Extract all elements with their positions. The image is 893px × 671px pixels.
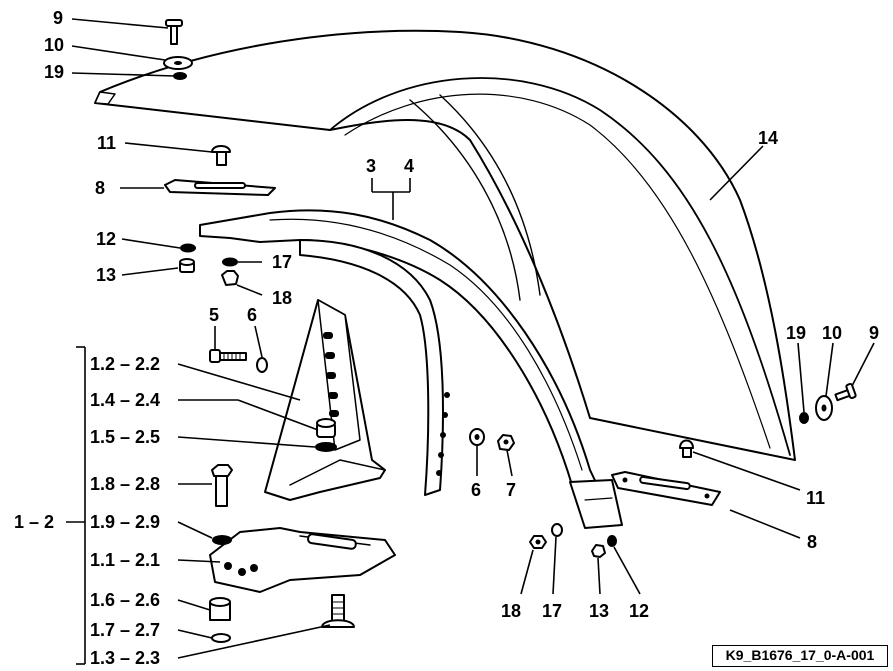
callout-4: 4 <box>404 156 415 176</box>
base-plate <box>209 527 396 593</box>
ring-1-7 <box>211 633 231 643</box>
leader-lines <box>66 18 875 665</box>
bolt-1-8 <box>211 464 233 507</box>
washer-12-left <box>180 243 196 253</box>
support-arch <box>199 209 623 529</box>
washer-17-mid <box>222 257 238 267</box>
callout-6-upper: 6 <box>247 305 258 325</box>
callout-10-top: 10 <box>44 35 65 55</box>
callout-11-left: 11 <box>97 133 117 153</box>
callout-1-1-2-1: 1.1 – 2.1 <box>90 550 161 570</box>
strap-plate-8-right <box>611 471 721 506</box>
callout-1-5-2-5: 1.5 – 2.5 <box>90 427 161 447</box>
nut-13-bottom <box>591 544 606 558</box>
callout-9-right: 9 <box>869 323 880 343</box>
spacer-1-6 <box>209 597 231 621</box>
upright-bracket <box>264 299 386 501</box>
callout-1-9-2-9: 1.9 – 2.9 <box>90 512 161 532</box>
carriage-bolt-11-left <box>211 145 231 166</box>
callout-1-6-2-6: 1.6 – 2.6 <box>90 590 161 610</box>
callout-7: 7 <box>506 480 517 500</box>
nut-7 <box>497 434 515 451</box>
callout-9-top: 9 <box>53 8 64 28</box>
callout-1-7-2-7: 1.7 – 2.7 <box>90 620 161 640</box>
callout-1-3-2-3: 1.3 – 2.3 <box>90 648 161 668</box>
drawing-code-label: K9_B1676_17_0-A-001 <box>712 645 888 667</box>
washer-19-right <box>799 412 809 424</box>
nut-18-bottom <box>529 535 547 549</box>
callout-1-8-2-8: 1.8 – 2.8 <box>90 474 161 494</box>
callout-8-right: 8 <box>807 532 818 552</box>
callout-1-2-2-2: 1.2 – 2.2 <box>90 354 161 374</box>
bolt-9-top <box>165 19 183 45</box>
bolt-9-right <box>834 382 857 402</box>
carriage-bolt-11-right <box>679 439 694 458</box>
washer-17-bottom <box>551 523 563 537</box>
callout-5: 5 <box>209 305 220 325</box>
washer-1-5 <box>315 442 337 452</box>
nut-13-left <box>179 258 195 273</box>
callout-3: 3 <box>366 156 377 176</box>
nut-18-mid <box>221 270 239 286</box>
bolt-5 <box>209 349 247 363</box>
callout-18-bottom: 18 <box>501 601 522 621</box>
washer-12-bottom <box>607 535 617 547</box>
callout-12-bottom: 12 <box>629 601 650 621</box>
callout-17-bottom: 17 <box>542 601 563 621</box>
callout-12-left: 12 <box>96 229 117 249</box>
callout-13-left: 13 <box>96 265 117 285</box>
callout-6-lower: 6 <box>471 480 482 500</box>
callout-10-right: 10 <box>822 323 843 343</box>
washer-1-9 <box>212 535 232 545</box>
callout-18-mid: 18 <box>272 288 293 308</box>
fender-shell <box>94 29 796 461</box>
strap-plate-8-left <box>164 179 276 196</box>
callout-11-right: 11 <box>806 488 826 508</box>
callout-1-2: 1 – 2 <box>14 512 55 532</box>
callout-8-left: 8 <box>95 178 106 198</box>
callout-1-4-2-4: 1.4 – 2.4 <box>90 390 161 410</box>
carriage-bolt-1-3 <box>321 594 355 628</box>
washer-6-upper <box>256 357 268 373</box>
callout-19-top: 19 <box>44 62 65 82</box>
callout-14: 14 <box>758 128 779 148</box>
nut-1-4 <box>316 418 336 438</box>
washer-19-top <box>173 72 187 80</box>
callout-17-mid: 17 <box>272 252 293 272</box>
callout-13-bottom: 13 <box>589 601 610 621</box>
callout-19-right: 19 <box>786 323 807 343</box>
